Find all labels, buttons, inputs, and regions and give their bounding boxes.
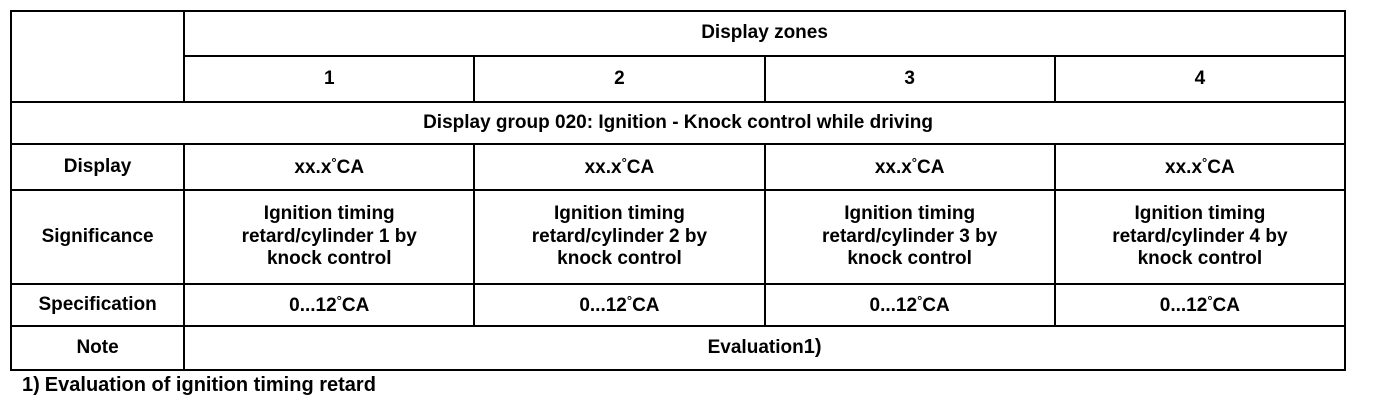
- significance-zone-4: Ignition timing retard/cylinder 4 by kno…: [1053, 189, 1347, 285]
- display-value-zone-4: xx.x°CA: [1053, 143, 1347, 191]
- specification-number-2: 0...12: [579, 294, 627, 316]
- degree-icon: °: [336, 292, 342, 308]
- zone-number-4: 4: [1053, 55, 1347, 103]
- zone-number-2: 2: [473, 55, 766, 103]
- display-unit-4: CA: [1207, 156, 1235, 178]
- degree-icon: °: [1202, 154, 1208, 170]
- row-label-specification: Specification: [9, 283, 186, 327]
- significance-line-1: Ignition timing: [844, 203, 976, 225]
- significance-line-2: retard/cylinder 4 by: [1112, 225, 1288, 247]
- row-label-significance: Significance: [9, 189, 186, 285]
- significance-line-1: Ignition timing: [263, 203, 395, 225]
- note-text: Evaluation: [707, 337, 804, 359]
- degree-icon: °: [911, 154, 917, 170]
- specification-unit-1: CA: [341, 294, 370, 316]
- display-number-3: xx.x: [874, 156, 912, 178]
- significance-line-3: knock control: [1137, 248, 1263, 270]
- specification-number-1: 0...12: [289, 294, 337, 316]
- display-group-title: Display group 020: Ignition - Knock cont…: [10, 101, 1346, 145]
- display-unit-1: CA: [336, 156, 365, 178]
- footnote-marker: 1): [22, 374, 40, 396]
- significance-zone-2: Ignition timing retard/cylinder 2 by kno…: [473, 189, 766, 285]
- display-value-zone-1: xx.x°CA: [183, 143, 476, 191]
- table-row-note: Note Evaluation1): [9, 325, 1346, 371]
- display-number-4: xx.x: [1165, 156, 1203, 178]
- specification-number-3: 0...12: [869, 294, 918, 316]
- significance-line-3: knock control: [847, 248, 972, 270]
- significance-line-3: knock control: [557, 248, 682, 270]
- degree-icon: °: [621, 154, 627, 170]
- display-unit-3: CA: [917, 156, 945, 178]
- display-value-zone-3: xx.x°CA: [763, 143, 1056, 191]
- significance-line-2: retard/cylinder 1 by: [241, 225, 417, 247]
- significance-line-2: retard/cylinder 3 by: [821, 225, 998, 247]
- significance-line-3: knock control: [266, 248, 392, 270]
- specification-zone-3: 0...12°CA: [763, 283, 1056, 327]
- specification-zone-4: 0...12°CA: [1053, 283, 1347, 327]
- specification-unit-4: CA: [1212, 294, 1240, 316]
- table-row-zones-header: Display zones: [9, 10, 1346, 103]
- zone-number-3: 3: [763, 55, 1056, 103]
- row-label-display: Display: [9, 143, 186, 191]
- degree-icon: °: [331, 154, 337, 170]
- corner-cell: [9, 10, 186, 103]
- display-unit-2: CA: [626, 156, 655, 178]
- table-row-group-title: Display group 020: Ignition - Knock cont…: [10, 101, 1346, 145]
- significance-line-1: Ignition timing: [1134, 203, 1266, 225]
- note-footnote-marker: 1): [803, 336, 822, 359]
- display-group-table: Display zones 1 2 3 4 Display group 020:…: [9, 10, 1347, 371]
- row-label-note: Note: [9, 325, 186, 371]
- specification-unit-3: CA: [922, 294, 950, 316]
- degree-icon: °: [1207, 292, 1213, 308]
- specification-zone-1: 0...12°CA: [183, 283, 476, 327]
- table-row-significance: Significance Ignition timing retard/cyli…: [9, 189, 1347, 285]
- zone-number-1: 1: [183, 55, 476, 103]
- table-row-zone-numbers: 1 2 3 4: [11, 55, 1347, 103]
- significance-zone-1: Ignition timing retard/cylinder 1 by kno…: [183, 189, 476, 285]
- significance-line-1: Ignition timing: [554, 203, 685, 225]
- note-value: Evaluation1): [183, 325, 1346, 371]
- specification-zone-2: 0...12°CA: [473, 283, 766, 327]
- table-row-display: Display xx.x°CA xx.x°CA xx.x°CA xx.x°CA: [9, 143, 1347, 191]
- footnote: 1)Evaluation of ignition timing retard: [22, 374, 376, 397]
- significance-line-2: retard/cylinder 2 by: [531, 225, 708, 247]
- degree-icon: °: [917, 292, 923, 308]
- table-row-specification: Specification 0...12°CA 0...12°CA 0...12…: [9, 283, 1347, 327]
- degree-icon: °: [626, 292, 633, 308]
- significance-zone-3: Ignition timing retard/cylinder 3 by kno…: [763, 189, 1056, 285]
- display-zones-header: Display zones: [183, 10, 1346, 57]
- display-number-1: xx.x: [294, 156, 332, 178]
- display-value-zone-2: xx.x°CA: [473, 143, 766, 191]
- specification-unit-2: CA: [632, 294, 660, 316]
- footnote-text: Evaluation of ignition timing retard: [44, 374, 376, 396]
- display-number-2: xx.x: [584, 156, 622, 178]
- specification-number-4: 0...12: [1159, 294, 1208, 316]
